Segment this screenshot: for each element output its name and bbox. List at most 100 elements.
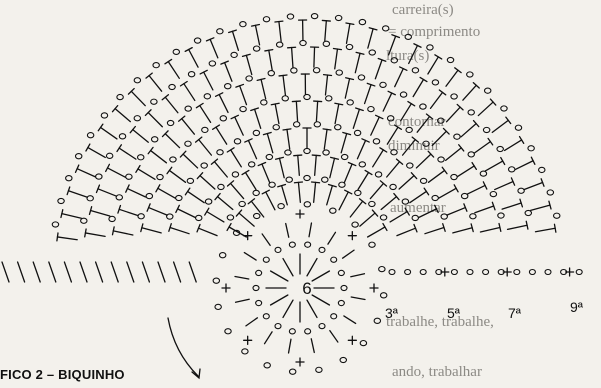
- chain-stitch-icon: [109, 216, 115, 221]
- chain-stitch-icon: [153, 63, 159, 68]
- chain-stitch-icon: [368, 106, 374, 111]
- double-crochet-icon: [365, 85, 371, 104]
- double-crochet-icon: [312, 271, 329, 281]
- double-crochet-icon: [283, 75, 285, 95]
- double-crochet-icon: [328, 232, 336, 244]
- chain-stitch-icon: [380, 215, 386, 220]
- double-crochet-icon: [341, 134, 347, 153]
- double-crochet-icon: [531, 205, 550, 210]
- double-crochet-icon: [200, 106, 211, 123]
- chain-stitch-icon: [438, 157, 444, 162]
- chain-stitch-icon: [196, 215, 202, 220]
- double-crochet-icon: [535, 228, 555, 231]
- chain-stitch-icon: [167, 120, 173, 125]
- double-crochet-icon: [461, 124, 476, 137]
- double-crochet-icon: [495, 182, 513, 190]
- double-crochet-icon: [267, 134, 273, 153]
- chain-stitch-icon: [269, 182, 275, 187]
- chain-stitch-icon: [173, 49, 179, 54]
- double-crochet-icon: [85, 233, 105, 236]
- double-crochet-icon: [524, 183, 543, 190]
- chain-stitch-icon: [331, 257, 337, 262]
- chain-stitch-icon: [176, 195, 182, 200]
- round-label-3: 3ª: [385, 305, 399, 321]
- chain-stitch-icon: [339, 182, 345, 187]
- chain-stitch-icon: [319, 324, 325, 329]
- chain-stitch-icon: [285, 150, 291, 155]
- chain-stitch-icon: [213, 278, 219, 283]
- stitch-top-bar: [488, 138, 493, 145]
- round-label-9: 9ª: [570, 299, 584, 315]
- chain-stitch-icon: [248, 162, 254, 167]
- double-crochet-icon: [111, 262, 118, 282]
- chain-stitch-icon: [407, 163, 413, 168]
- chain-stitch-icon: [314, 122, 320, 127]
- double-crochet-icon: [395, 69, 404, 87]
- chain-stitch-icon: [220, 116, 226, 121]
- chain-stitch-icon: [483, 270, 489, 275]
- stitch-top-bar: [271, 103, 279, 104]
- chain-stitch-icon: [420, 178, 426, 183]
- show-through-text: carreira(s)= comprimentoltura(s)contorna…: [386, 2, 494, 380]
- stitch-top-bar: [279, 75, 287, 76]
- double-crochet-icon: [298, 182, 300, 202]
- stitch-top-bar: [205, 208, 209, 215]
- chain-stitch-icon: [66, 176, 72, 181]
- double-crochet-icon: [182, 119, 195, 134]
- chain-stitch-icon: [369, 242, 375, 247]
- chain-stitch-icon: [273, 125, 279, 130]
- double-crochet-icon: [502, 203, 521, 209]
- chain-stitch-icon: [539, 167, 545, 172]
- chain-stitch-icon: [454, 134, 460, 139]
- chain-stitch-icon: [169, 84, 175, 89]
- chain-stitch-icon: [515, 125, 521, 130]
- double-crochet-icon: [119, 209, 138, 215]
- stitch-top-bar: [454, 185, 458, 192]
- double-crochet-icon: [151, 151, 167, 163]
- double-crochet-icon: [474, 142, 490, 154]
- chain-stitch-icon: [359, 19, 365, 24]
- double-crochet-icon: [286, 224, 289, 238]
- chain-stitch-icon: [352, 222, 358, 227]
- double-crochet-icon: [312, 295, 329, 305]
- double-crochet-icon: [283, 300, 293, 317]
- round-label-7: 7ª: [508, 305, 522, 321]
- stitch-top-bar: [294, 182, 302, 183]
- chain-stitch-icon: [373, 139, 379, 144]
- chain-stitch-icon: [358, 75, 364, 80]
- double-crochet-icon: [353, 109, 359, 128]
- double-crochet-icon: [505, 140, 522, 150]
- chain-stitch-icon: [256, 300, 262, 305]
- stitch-top-bar: [359, 199, 365, 204]
- chain-stitch-icon: [261, 100, 267, 105]
- chain-stitch-icon: [497, 146, 503, 151]
- chain-stitch-icon: [412, 215, 418, 220]
- double-crochet-icon: [287, 129, 290, 149]
- chain-stitch-icon: [289, 369, 295, 374]
- double-crochet-icon: [207, 212, 224, 222]
- double-crochet-icon: [325, 21, 327, 41]
- double-crochet-icon: [360, 213, 375, 226]
- background-text-line: trabalhe, trabalhe,: [386, 314, 494, 330]
- double-crochet-icon: [64, 262, 71, 282]
- double-crochet-icon: [463, 85, 476, 100]
- stitch-top-bar: [265, 50, 273, 51]
- chain-stitch-icon: [256, 270, 262, 275]
- chain-stitch-icon: [146, 193, 152, 198]
- chain-stitch-icon: [501, 106, 507, 111]
- double-crochet-icon: [283, 259, 293, 276]
- stitch-top-bar: [383, 224, 387, 231]
- chain-stitch-icon: [461, 193, 467, 198]
- double-crochet-icon: [346, 24, 349, 44]
- background-text-line: = comprimento: [388, 24, 480, 40]
- stitch-top-bar: [180, 82, 187, 86]
- chain-stitch-icon: [194, 38, 200, 43]
- chain-stitch-icon: [289, 329, 295, 334]
- chain-stitch-icon: [275, 324, 281, 329]
- chain-stitch-icon: [468, 152, 474, 157]
- stitch-top-bar: [408, 102, 415, 106]
- chain-stitch-icon: [390, 184, 396, 189]
- stitch-top-bar: [112, 227, 114, 235]
- double-crochet-icon: [439, 188, 456, 198]
- double-crochet-icon: [218, 197, 233, 210]
